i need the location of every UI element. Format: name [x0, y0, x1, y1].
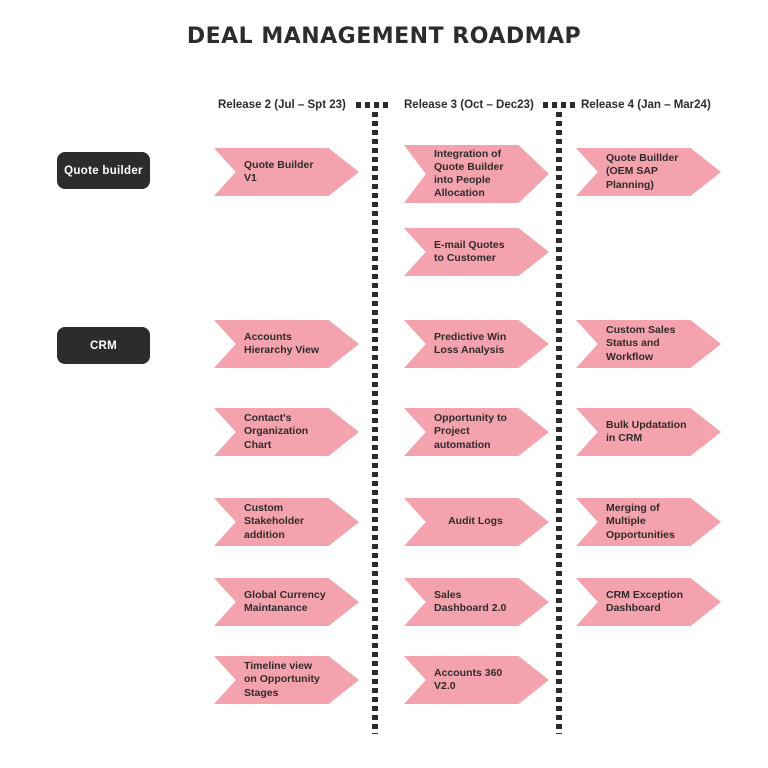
- roadmap-item-label: Quote Builder V1: [244, 158, 314, 184]
- roadmap-item-arrow: Custom Stakeholder addition: [214, 498, 359, 546]
- roadmap-item-arrow: Accounts 360 V2.0: [404, 656, 549, 704]
- roadmap-item-label: Integration of Quote Builder into People…: [434, 147, 504, 200]
- column-divider-dashed-line: [372, 112, 378, 734]
- roadmap-item-label: CRM Exception Dashboard: [606, 588, 684, 614]
- roadmap-item-arrow: CRM Exception Dashboard: [576, 578, 721, 626]
- roadmap-item-label: Audit Logs: [448, 515, 503, 528]
- roadmap-item-label: Predictive Win Loss Analysis: [434, 330, 507, 356]
- roadmap-item-arrow: Merging of Multiple Opportunities: [576, 498, 721, 546]
- column-header-release-2: Release 2 (Jul – Spt 23): [218, 99, 346, 111]
- row-label-crm: CRM: [57, 327, 150, 364]
- roadmap-item-arrow: Audit Logs: [404, 498, 549, 546]
- roadmap-item-label: Contact's Organization Chart: [244, 412, 309, 451]
- roadmap-item-arrow: Quote Buillder (OEM SAP Planning): [576, 148, 721, 196]
- page-title: DEAL MANAGEMENT ROADMAP: [186, 24, 582, 49]
- roadmap-item-arrow: Bulk Updatation in CRM: [576, 408, 721, 456]
- roadmap-item-label: Accounts 360 V2.0: [434, 666, 503, 692]
- header-dash-separator: [543, 102, 577, 108]
- roadmap-item-label: Quote Buillder (OEM SAP Planning): [606, 152, 679, 191]
- roadmap-item-label: Custom Sales Status and Workflow: [606, 324, 676, 363]
- roadmap-item-arrow: Timeline view on Opportunity Stages: [214, 656, 359, 704]
- roadmap-item-label: Global Currency Maintanance: [244, 588, 326, 614]
- roadmap-item-arrow: E-mail Quotes to Customer: [404, 228, 549, 276]
- row-label-quote-builder: Quote builder: [57, 152, 150, 189]
- roadmap-item-arrow: Global Currency Maintanance: [214, 578, 359, 626]
- roadmap-item-arrow: Sales Dashboard 2.0: [404, 578, 549, 626]
- roadmap-item-label: Sales Dashboard 2.0: [434, 588, 507, 614]
- header-dash-separator: [356, 102, 390, 108]
- roadmap-item-arrow: Predictive Win Loss Analysis: [404, 320, 549, 368]
- column-divider-dashed-line: [556, 112, 562, 734]
- roadmap-item-arrow: Integration of Quote Builder into People…: [404, 145, 549, 203]
- roadmap-item-label: Bulk Updatation in CRM: [606, 418, 687, 444]
- roadmap-item-label: Custom Stakeholder addition: [244, 502, 305, 541]
- roadmap-item-arrow: Opportunity to Project automation: [404, 408, 549, 456]
- column-header-release-3: Release 3 (Oct – Dec23): [404, 99, 534, 111]
- roadmap-item-arrow: Quote Builder V1: [214, 148, 359, 196]
- roadmap-item-arrow: Contact's Organization Chart: [214, 408, 359, 456]
- roadmap-item-arrow: Custom Sales Status and Workflow: [576, 320, 721, 368]
- roadmap-item-label: Timeline view on Opportunity Stages: [244, 660, 320, 699]
- roadmap-item-label: Merging of Multiple Opportunities: [606, 502, 675, 541]
- column-header-release-4: Release 4 (Jan – Mar24): [581, 99, 711, 111]
- roadmap-item-label: Opportunity to Project automation: [434, 412, 507, 451]
- roadmap-item-label: Accounts Hierarchy View: [244, 330, 320, 356]
- roadmap-item-label: E-mail Quotes to Customer: [434, 238, 505, 264]
- roadmap-item-arrow: Accounts Hierarchy View: [214, 320, 359, 368]
